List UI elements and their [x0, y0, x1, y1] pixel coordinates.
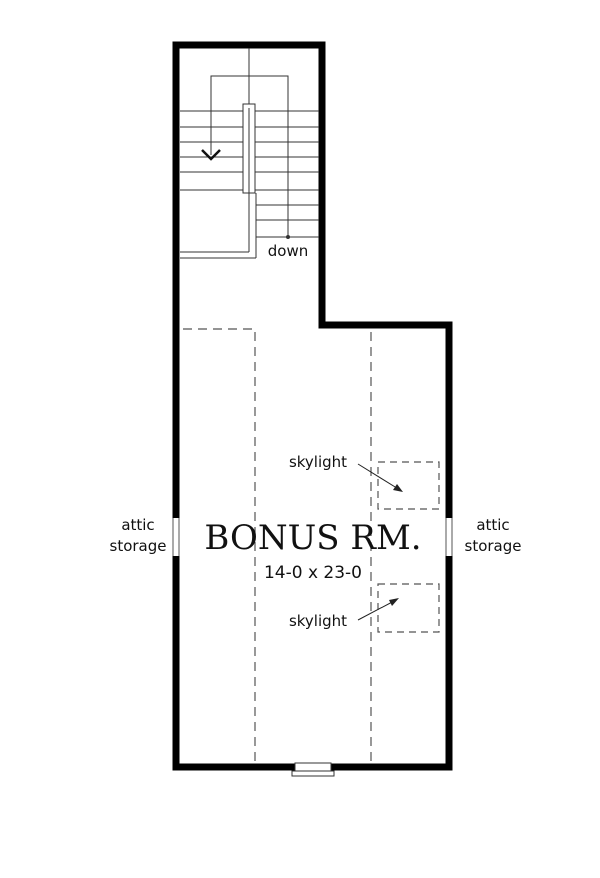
- room-name: BONUS RM.: [204, 518, 421, 558]
- attic-right-label-line1: attic: [476, 516, 509, 534]
- staircase: [180, 48, 319, 259]
- skylight-top: [377, 461, 440, 510]
- skylight-top-label: skylight: [289, 453, 347, 471]
- attic-right-label-line2: storage: [465, 537, 522, 555]
- attic-left-label-line1: attic: [121, 516, 154, 534]
- bottom-window: [291, 762, 335, 777]
- down-arrow-icon: [201, 149, 221, 161]
- room-dimensions: 14-0 x 23-0: [264, 563, 362, 583]
- left-wall-opening: [172, 518, 180, 556]
- skylight-bottom-label: skylight: [289, 612, 347, 630]
- walkline-dot: [286, 235, 290, 239]
- skylight-leaders: [357, 463, 401, 621]
- stair-down-label: down: [268, 242, 308, 260]
- skylight-bottom: [377, 583, 440, 633]
- ceiling-slope-lines: [183, 328, 372, 764]
- leader-arrowhead-bottom-icon: [389, 598, 399, 606]
- leader-arrowhead-top-icon: [393, 484, 403, 492]
- exterior-walls: [172, 41, 453, 771]
- attic-left-label-line2: storage: [110, 537, 167, 555]
- right-wall-opening: [445, 518, 453, 556]
